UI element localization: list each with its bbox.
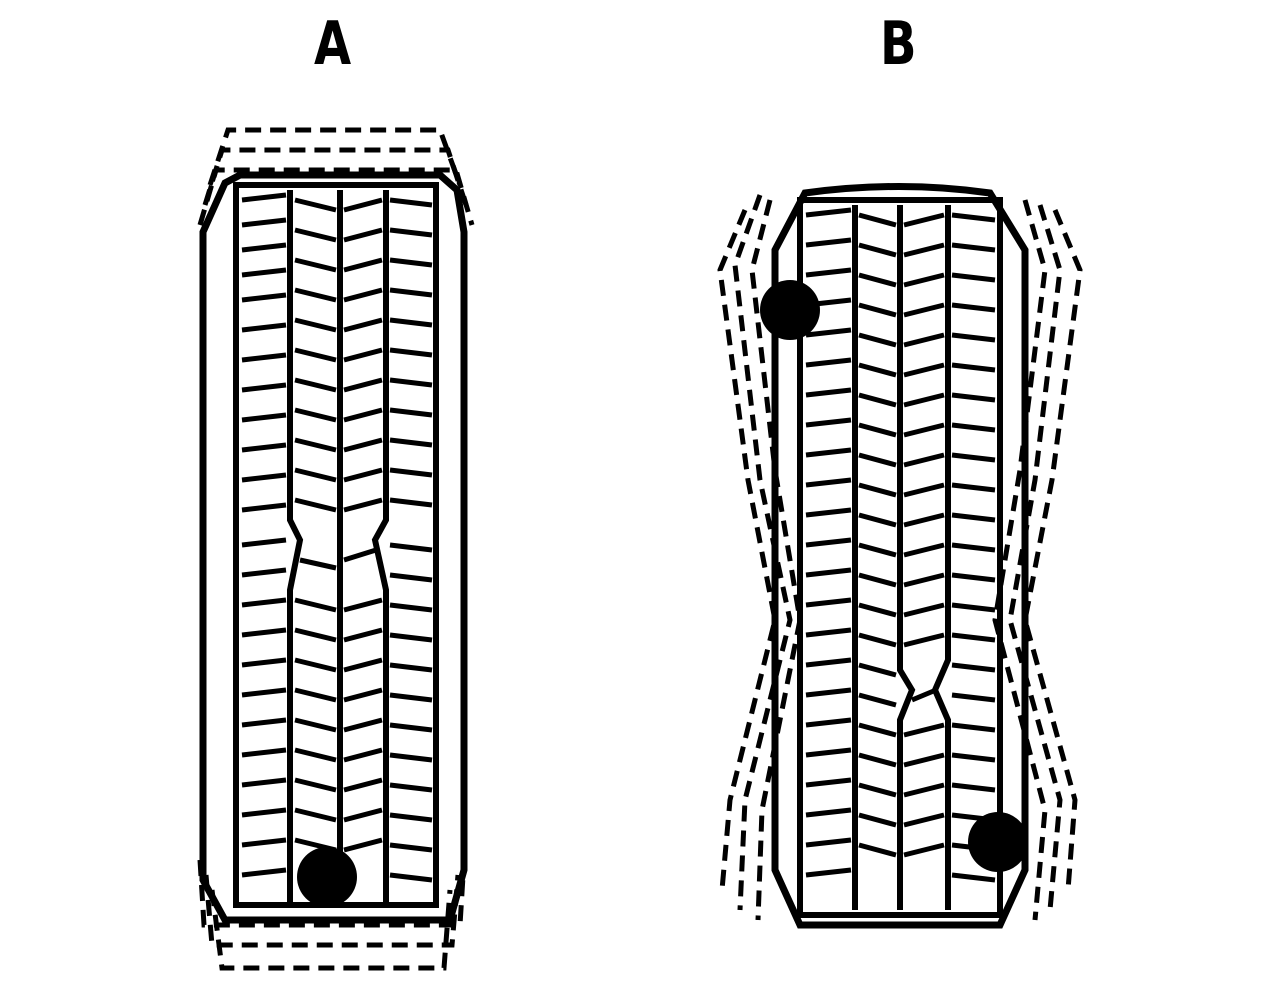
tire-b-grooves xyxy=(852,205,951,910)
tire-a-label: A xyxy=(314,9,352,79)
tire-b-motion-lines-right xyxy=(992,199,1083,921)
tire-a-balance-weight xyxy=(297,847,357,907)
tire-b-balance-weight-bottom xyxy=(968,812,1028,872)
tire-a xyxy=(197,127,475,971)
tire-a-tread-pattern xyxy=(241,192,433,883)
tire-b-label: B xyxy=(880,9,917,79)
tire-b xyxy=(717,183,1083,929)
tire-a-motion-lines-top xyxy=(197,127,475,226)
tire-b-balance-weight-top xyxy=(760,280,820,340)
tire-b-outline xyxy=(771,183,1029,929)
tire-b-tread-pattern xyxy=(805,207,996,883)
tire-a-motion-lines-bottom xyxy=(197,859,467,971)
tire-a-outline xyxy=(199,171,468,924)
tire-b-tread-face xyxy=(797,197,1003,918)
tire-a-grooves xyxy=(287,190,389,905)
